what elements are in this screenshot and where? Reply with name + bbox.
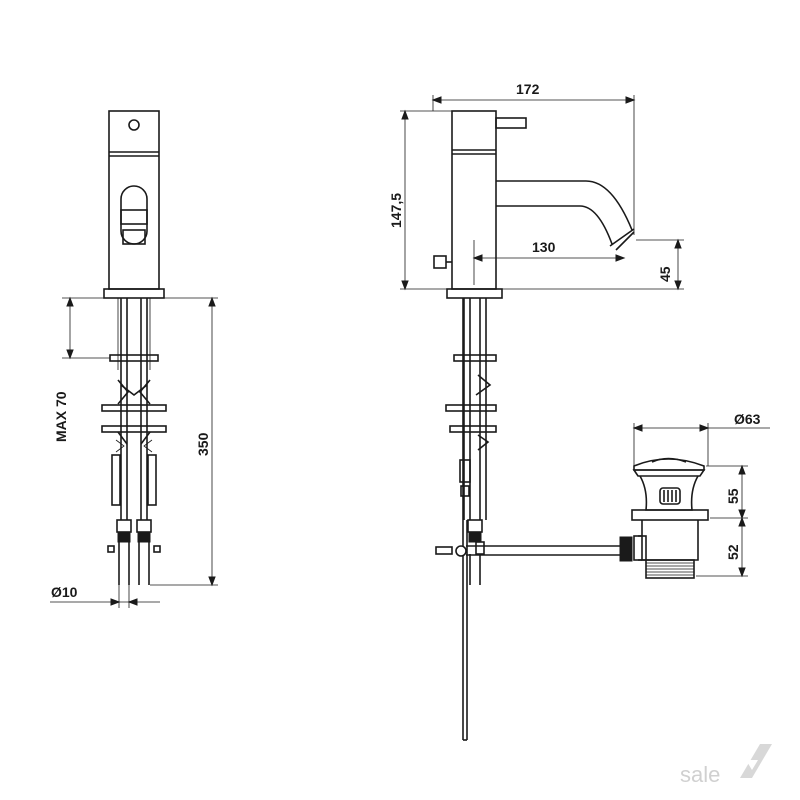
- dim-172: 172: [431, 81, 636, 235]
- label-52: 52: [725, 544, 741, 560]
- hose-nut-front: [117, 531, 131, 543]
- label-max-70: MAX 70: [53, 391, 69, 442]
- lever-hole: [128, 119, 140, 131]
- pop-up-clip: [459, 459, 471, 483]
- waste-plug: [633, 458, 705, 471]
- dim-45: 45: [502, 238, 684, 291]
- washer-front: [101, 404, 167, 412]
- dim-max-70: MAX 70: [53, 296, 110, 442]
- rod-connector: [455, 545, 467, 557]
- pop-up-waste: [619, 457, 709, 579]
- dim-147-5: 147,5: [388, 109, 452, 291]
- watermark: sale: [680, 744, 772, 787]
- front-view-faucet: [101, 110, 167, 585]
- faucet-body-front: [108, 110, 160, 290]
- waste-locknut: [631, 509, 709, 521]
- pop-up-knob: [433, 255, 447, 269]
- spout-side: [496, 180, 633, 231]
- side-view-faucet: [433, 110, 635, 741]
- spout-outlet-front: [120, 185, 148, 245]
- label-172: 172: [516, 81, 540, 97]
- watermark-text: sale: [680, 762, 720, 787]
- dim-55-52: 55 52: [696, 464, 748, 578]
- dim-130: 130: [472, 239, 626, 285]
- label-45: 45: [657, 266, 673, 282]
- base-flange-front: [103, 288, 165, 299]
- label-diameter-10: Ø10: [51, 584, 78, 600]
- dim-350: 350: [150, 296, 218, 587]
- label-55: 55: [725, 488, 741, 504]
- label-diameter-63: Ø63: [734, 411, 761, 427]
- label-350: 350: [195, 432, 211, 456]
- label-130: 130: [532, 239, 556, 255]
- linkage-nut: [619, 536, 633, 562]
- label-147-5: 147,5: [388, 193, 404, 228]
- lever-handle: [495, 117, 527, 129]
- base-flange-side: [446, 288, 503, 299]
- dim-diameter-63: Ø63: [632, 411, 770, 466]
- dim-diameter-10: Ø10: [50, 584, 160, 608]
